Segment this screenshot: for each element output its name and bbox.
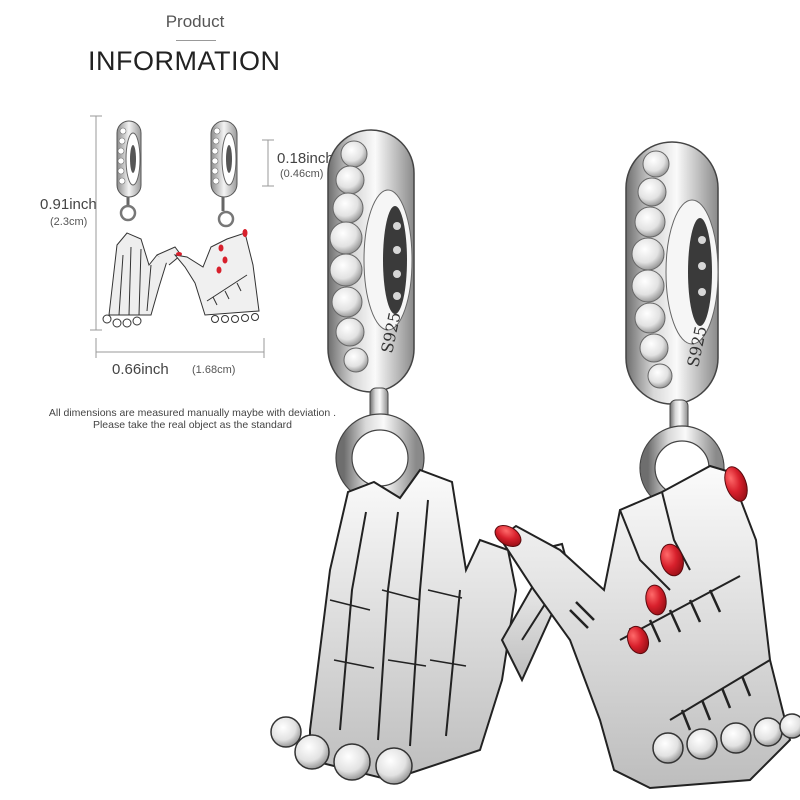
thumb-right-bail <box>210 120 238 228</box>
thumb-skeleton-hand <box>102 232 182 328</box>
height-inch-label: 0.91inch <box>40 196 97 213</box>
height-cm-label: (2.3cm) <box>50 216 88 228</box>
subtitle-underline <box>176 40 216 41</box>
bail-inch-label: 0.18inch <box>277 150 334 167</box>
thumb-left-bail <box>116 120 142 222</box>
measurement-note: All dimensions are measured manually may… <box>20 407 365 431</box>
skeleton-hand <box>309 468 570 782</box>
measurement-note-line1: All dimensions are measured manually may… <box>48 407 337 419</box>
skeleton-wrist-gems <box>270 716 413 785</box>
red-enamel-nails <box>494 466 748 655</box>
thumb-red-nails <box>176 229 248 274</box>
main-charm-pair: S925 S925 <box>270 129 800 790</box>
stitched-wrist-gems <box>652 713 800 764</box>
header-subtitle: Product <box>165 12 225 31</box>
header-title: INFORMATION <box>88 46 281 76</box>
thumbnail-charm-pair <box>102 120 260 328</box>
thumb-stitched-hand <box>173 232 260 323</box>
stitched-hand <box>498 464 792 790</box>
bail-cm-label: (0.46cm) <box>280 168 324 180</box>
width-cm-label: (1.68cm) <box>192 364 236 376</box>
width-inch-label: 0.66inch <box>112 361 169 378</box>
left-bail: S925 <box>327 129 415 393</box>
measurement-note-line2: Please take the real object as the stand… <box>92 419 293 431</box>
right-bail: S925 <box>625 141 719 405</box>
